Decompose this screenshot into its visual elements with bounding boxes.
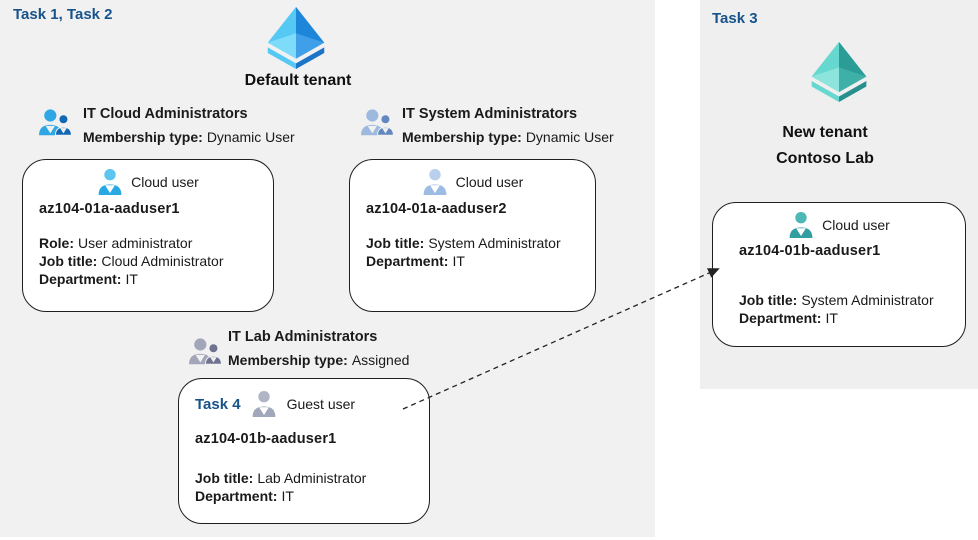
- detail-line: Department:IT: [39, 270, 224, 288]
- detail-label: Department:: [739, 310, 822, 326]
- user-details: Job title:Lab Administrator Department:I…: [195, 469, 366, 505]
- detail-label: Department:: [39, 271, 122, 287]
- group-system-admins: IT System Administrators Membership type…: [402, 107, 614, 144]
- user-type-label: Cloud user: [131, 174, 199, 190]
- group-icon-cloud-admins: [38, 108, 72, 138]
- user-type-label: Guest user: [286, 396, 356, 412]
- user-type-label: Cloud user: [822, 217, 890, 233]
- user-details: Job title:System Administrator Departmen…: [739, 291, 934, 327]
- detail-label: Role:: [39, 235, 74, 251]
- card-header: Task 4 Guest user: [179, 390, 429, 418]
- group-membership: Membership type:Dynamic User: [83, 130, 295, 144]
- contoso-tenant-icon: [806, 40, 872, 102]
- user-name: az104-01b-aaduser1: [195, 431, 337, 447]
- detail-line: Job title:Lab Administrator: [195, 469, 366, 487]
- membership-label: Membership type:: [228, 351, 348, 368]
- user-type-label: Cloud user: [455, 174, 524, 190]
- detail-line: Department:IT: [195, 487, 366, 505]
- detail-label: Job title:: [739, 292, 798, 308]
- membership-label: Membership type:: [402, 128, 522, 145]
- detail-value: IT: [125, 271, 138, 287]
- user-details: Role:User administrator Job title:Cloud …: [39, 234, 224, 288]
- detail-value: System Administrator: [428, 235, 561, 251]
- detail-value: IT: [452, 253, 465, 269]
- group-icon-lab-admins: [188, 337, 222, 367]
- task-4-label: Task 4: [195, 395, 241, 413]
- cloud-user-icon: [422, 168, 448, 196]
- group-membership: Membership type:Assigned: [228, 353, 409, 367]
- detail-value: Lab Administrator: [257, 470, 367, 486]
- default-tenant-title: Default tenant: [244, 72, 352, 89]
- user-card-guest: Task 4 Guest user az104-01b-aaduser1 Job…: [178, 378, 430, 524]
- cloud-user-icon: [97, 168, 123, 196]
- detail-label: Department:: [366, 253, 449, 269]
- membership-value: Dynamic User: [525, 128, 614, 145]
- azure-ad-tenant-icon: [262, 5, 330, 69]
- group-icon-system-admins: [360, 108, 394, 138]
- detail-label: Job title:: [195, 470, 254, 486]
- membership-label: Membership type:: [83, 128, 203, 145]
- new-tenant-name: Contoso Lab: [776, 150, 874, 167]
- task-3-label: Task 3: [712, 10, 758, 27]
- group-name: IT System Administrators: [402, 106, 578, 122]
- membership-value: Dynamic User: [206, 128, 295, 145]
- guest-user-icon: [251, 390, 277, 418]
- membership-value: Assigned: [351, 351, 410, 368]
- detail-label: Department:: [195, 488, 278, 504]
- group-name: IT Cloud Administrators: [83, 106, 248, 122]
- card-header: Cloud user: [713, 211, 965, 239]
- user-card-aaduser2: Cloud user az104-01a-aaduser2 Job title:…: [349, 159, 596, 312]
- detail-label: Job title:: [366, 235, 425, 251]
- card-header: Cloud user: [23, 168, 273, 196]
- detail-line: Job title:System Administrator: [739, 291, 934, 309]
- detail-line: Role:User administrator: [39, 234, 224, 252]
- user-card-new-tenant: Cloud user az104-01b-aaduser1 Job title:…: [712, 202, 966, 347]
- detail-value: System Administrator: [801, 292, 934, 308]
- task-1-2-label: Task 1, Task 2: [13, 6, 113, 23]
- detail-line: Job title:Cloud Administrator: [39, 252, 224, 270]
- detail-value: IT: [825, 310, 838, 326]
- user-name: az104-01a-aaduser1: [39, 201, 180, 217]
- user-name: az104-01b-aaduser1: [739, 243, 881, 259]
- group-name: IT Lab Administrators: [228, 329, 378, 345]
- detail-label: Job title:: [39, 253, 98, 269]
- user-name: az104-01a-aaduser2: [366, 201, 507, 217]
- detail-value: IT: [281, 488, 294, 504]
- cloud-user-icon: [788, 211, 814, 239]
- group-cloud-admins: IT Cloud Administrators Membership type:…: [83, 107, 295, 144]
- group-lab-admins: IT Lab Administrators Membership type:As…: [228, 330, 409, 367]
- user-card-aaduser1: Cloud user az104-01a-aaduser1 Role:User …: [22, 159, 274, 312]
- detail-line: Department:IT: [739, 309, 934, 327]
- user-details: Job title:System Administrator Departmen…: [366, 234, 561, 270]
- new-tenant-title: New tenant: [782, 124, 868, 141]
- group-membership: Membership type:Dynamic User: [402, 130, 614, 144]
- detail-line: Job title:System Administrator: [366, 234, 561, 252]
- detail-line: Department:IT: [366, 252, 561, 270]
- card-header: Cloud user: [350, 168, 595, 196]
- detail-value: Cloud Administrator: [101, 253, 224, 269]
- detail-value: User administrator: [78, 235, 193, 251]
